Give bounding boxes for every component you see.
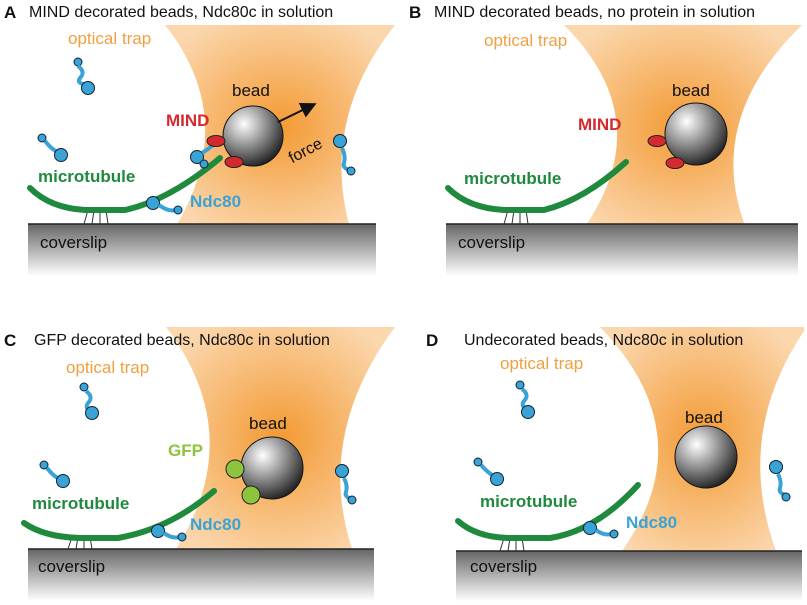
bead-label: bead [685, 408, 723, 427]
gfp-protein [241, 485, 261, 505]
coverslip-label: coverslip [470, 557, 538, 576]
mind-protein [665, 157, 685, 169]
panel-b: B MIND decorated beads, no protein in so… [404, 0, 804, 300]
force-arrow [277, 103, 317, 123]
optical-trap-label: optical trap [484, 31, 568, 50]
panel-title: GFP decorated beads, Ndc80c in solution [34, 332, 330, 349]
panel-d-drawing [455, 327, 804, 601]
panel-c-drawing [21, 327, 395, 601]
ndc80-free-complex [79, 382, 99, 420]
ndc80-free-complex [73, 57, 95, 95]
ndc80-free-complex [473, 457, 504, 486]
mind-protein [647, 135, 667, 147]
panel-a-drawing [27, 25, 395, 276]
coverslip-label: coverslip [40, 233, 108, 252]
panel-c: C GFP decorated beads, Ndc80c in solutio… [0, 305, 400, 605]
microtubule-label: microtubule [38, 167, 136, 186]
panel-letter: C [4, 331, 17, 350]
mind-label: MIND [166, 111, 210, 130]
bead-label: bead [249, 414, 287, 433]
panel-title: Undecorated beads, Ndc80c in solution [464, 332, 744, 349]
panel-b-drawing [445, 25, 802, 276]
panel-title: MIND decorated beads, Ndc80c in solution [29, 4, 334, 21]
bead-sphere [222, 105, 284, 167]
panel-letter: B [409, 3, 422, 22]
panel-title: MIND decorated beads, no protein in solu… [434, 4, 756, 21]
ndc80-bound-complex [146, 196, 183, 215]
ndc80-bound-complex [583, 521, 619, 539]
optical-trap-label: optical trap [500, 354, 584, 373]
microtubule-label: microtubule [464, 169, 562, 188]
coverslip-surface [28, 549, 374, 601]
ndc80-bound-complex [151, 524, 187, 542]
ndc80-label: Ndc80 [190, 192, 242, 211]
ndc80-free-complex [515, 380, 535, 419]
microtubule-filament [455, 482, 641, 541]
mind-label: MIND [578, 115, 622, 134]
ndc80-label: Ndc80 [626, 513, 678, 532]
bead-sphere [674, 425, 738, 489]
ndc80-label: Ndc80 [190, 515, 242, 534]
microtubule-label: microtubule [480, 492, 578, 511]
coverslip-surface [456, 551, 802, 601]
optical-trap-label: optical trap [66, 358, 150, 377]
microtubule-filament [445, 159, 629, 213]
ndc80-free-complex [39, 460, 70, 488]
microtubule-filament [21, 488, 217, 541]
bead-label: bead [232, 81, 270, 100]
coverslip-surface [28, 224, 376, 276]
ndc80-free-complex [37, 133, 68, 162]
bead-sphere [664, 102, 728, 166]
gfp-protein [225, 459, 245, 479]
panel-letter: A [4, 3, 17, 22]
mind-protein [224, 156, 244, 168]
mind-protein [206, 135, 226, 147]
gfp-label: GFP [168, 441, 203, 460]
panel-letter: D [426, 331, 439, 350]
microtubule-filament [27, 155, 223, 213]
coverslip-label: coverslip [458, 233, 526, 252]
optical-trap-label: optical trap [68, 29, 152, 48]
coverslip-label: coverslip [38, 557, 106, 576]
ndc80-free-complex [769, 460, 791, 502]
panel-d: D Undecorated beads, Ndc80c in solution … [404, 305, 804, 605]
ndc80-free-complex [333, 134, 356, 176]
coverslip-surface [446, 224, 798, 276]
ndc80-free-complex [335, 464, 357, 505]
panel-a: A MIND decorated beads, Ndc80c in soluti… [0, 0, 400, 300]
microtubule-label: microtubule [32, 494, 130, 513]
bead-label: bead [672, 81, 710, 100]
